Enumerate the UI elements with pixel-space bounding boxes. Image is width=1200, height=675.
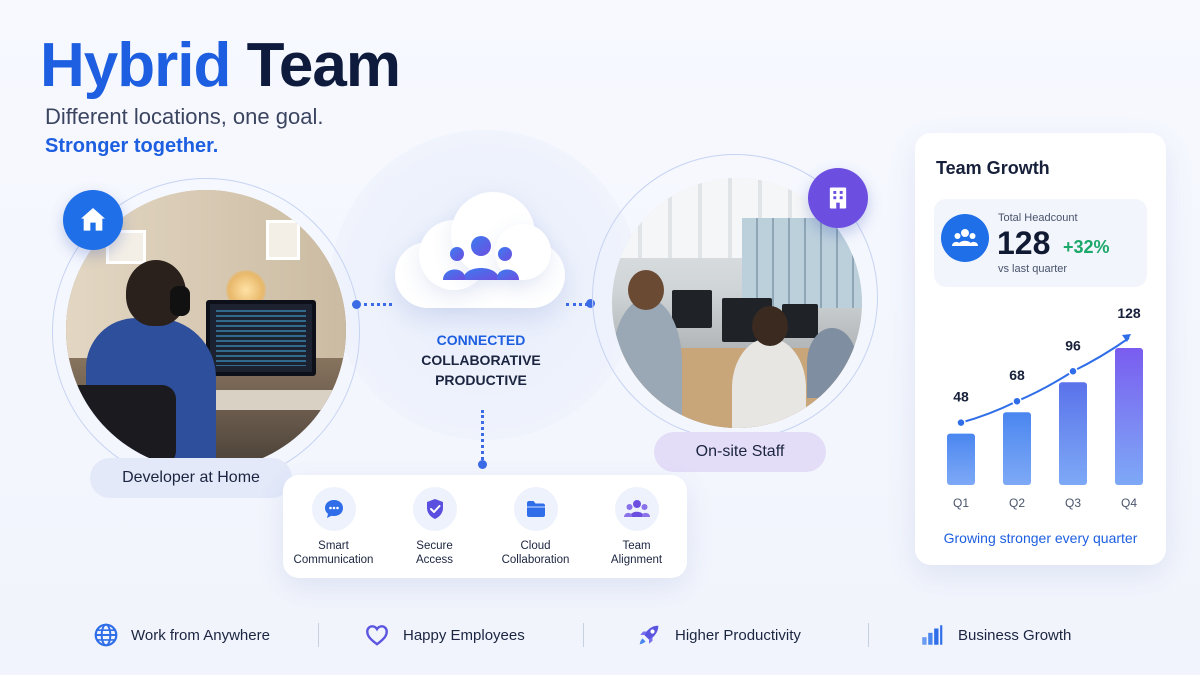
office-label: On-site Staff bbox=[654, 432, 826, 472]
heart-icon bbox=[366, 625, 388, 646]
stat-value: 128 bbox=[997, 225, 1051, 261]
tick-label-q2: Q2 bbox=[1009, 496, 1025, 510]
connector-line-down bbox=[481, 410, 484, 460]
card-title: Team Growth bbox=[936, 158, 1050, 178]
bar-q1 bbox=[947, 433, 975, 485]
divider bbox=[583, 623, 584, 647]
connector-line-right bbox=[566, 303, 588, 306]
folder-icon bbox=[513, 487, 558, 531]
center-line-connected: CONNECTED bbox=[436, 332, 526, 348]
benefit-label: Higher Productivity bbox=[675, 626, 801, 644]
feature-label: Collaboration bbox=[501, 554, 570, 566]
center-line-productive: PRODUCTIVE bbox=[435, 372, 527, 388]
trend-arrow bbox=[1122, 334, 1131, 342]
feature-team-alignment: Team Alignment bbox=[589, 487, 685, 578]
center-caption: CONNECTED COLLABORATIVE PRODUCTIVE bbox=[400, 330, 562, 390]
tick-label-q1: Q1 bbox=[953, 496, 969, 510]
headcount-stat: Total Headcount 128 +32% vs last quarter bbox=[934, 199, 1147, 287]
subtitle: Different locations, one goal. bbox=[45, 104, 324, 129]
data-label-q4: 128 bbox=[1117, 305, 1141, 321]
feature-label: Alignment bbox=[610, 554, 663, 566]
connector-dot-left bbox=[352, 300, 361, 309]
benefit-label: Work from Anywhere bbox=[131, 626, 270, 644]
home-label: Developer at Home bbox=[90, 458, 292, 498]
feature-label: Smart bbox=[318, 540, 349, 552]
feature-label: Secure bbox=[416, 540, 453, 552]
connector-dot-bottom bbox=[478, 460, 487, 469]
tick-label-q4: Q4 bbox=[1121, 496, 1137, 510]
connector-line-left bbox=[364, 303, 392, 306]
stat-label: Total Headcount bbox=[998, 212, 1078, 224]
trend-point-q3 bbox=[1068, 366, 1078, 376]
title-word-hybrid: Hybrid bbox=[40, 31, 231, 100]
bar-q4 bbox=[1115, 348, 1143, 485]
home-icon bbox=[63, 190, 123, 250]
divider bbox=[868, 623, 869, 647]
bar-q2 bbox=[1003, 412, 1031, 485]
trend-point-q1 bbox=[956, 417, 966, 428]
feature-label: Cloud bbox=[520, 540, 551, 552]
feature-smart-communication: Smart Communication bbox=[286, 487, 382, 578]
trend-point-q2 bbox=[1012, 396, 1022, 406]
tick-label-q3: Q3 bbox=[1065, 496, 1081, 510]
data-label-q1: 48 bbox=[953, 389, 969, 405]
benefit-label: Happy Employees bbox=[403, 626, 525, 644]
bar-q3 bbox=[1059, 382, 1087, 485]
team-cloud-icon bbox=[395, 190, 565, 310]
chat-icon bbox=[311, 487, 356, 531]
feature-label: Communication bbox=[293, 554, 374, 566]
bar-chart-icon bbox=[922, 625, 943, 645]
team-icon bbox=[614, 487, 659, 531]
building-icon bbox=[808, 168, 868, 228]
stat-compare: vs last quarter bbox=[998, 263, 1068, 275]
features-card: Smart Communication Secure Access Cloud … bbox=[283, 475, 687, 578]
divider bbox=[318, 623, 319, 647]
connector-dot-right bbox=[586, 299, 595, 308]
benefit-higher-productivity: Higher Productivity bbox=[635, 615, 801, 655]
team-icon bbox=[941, 214, 989, 262]
feature-label: Team bbox=[622, 540, 651, 552]
trend-line bbox=[960, 337, 1130, 424]
feature-secure-access: Secure Access bbox=[387, 487, 483, 578]
stat-change: +32% bbox=[1063, 237, 1110, 257]
chart-footer: Growing stronger every quarter bbox=[943, 530, 1138, 546]
title-word-team: Team bbox=[246, 31, 401, 100]
center-line-collaborative: COLLABORATIVE bbox=[421, 352, 541, 368]
benefits-row: Work from Anywhere Happy Employees Highe… bbox=[0, 615, 1200, 655]
page-title: Hybrid Team bbox=[40, 30, 401, 102]
benefit-business-growth: Business Growth bbox=[918, 615, 1071, 655]
team-growth-card: Team Growth Total Headcount 128 +32% vs … bbox=[915, 133, 1166, 565]
globe-icon bbox=[94, 623, 118, 647]
feature-cloud-collaboration: Cloud Collaboration bbox=[488, 487, 584, 578]
data-label-q3: 96 bbox=[1065, 337, 1081, 353]
benefit-label: Business Growth bbox=[958, 626, 1072, 644]
feature-label: Access bbox=[415, 554, 454, 566]
benefit-happy-employees: Happy Employees bbox=[363, 615, 525, 655]
tagline: Stronger together. bbox=[45, 135, 219, 157]
benefit-work-anywhere: Work from Anywhere bbox=[93, 615, 270, 655]
shield-check-icon bbox=[412, 487, 457, 531]
data-label-q2: 68 bbox=[1009, 367, 1025, 383]
rocket-icon bbox=[639, 625, 659, 645]
